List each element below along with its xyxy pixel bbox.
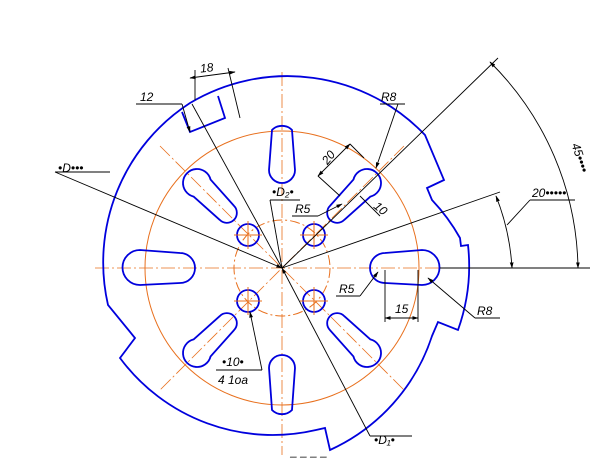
angle-20-arc [495,195,514,269]
dim-10-line [359,195,381,217]
angle-20-leader [506,199,531,226]
slot-right [369,249,441,286]
d1-leader [281,267,371,437]
label-dim-15: 15 [395,302,409,316]
r5-right-leader [359,271,379,297]
top-notch [181,95,227,134]
slot-lower-left [182,312,238,368]
hole-dia-leader [249,311,263,371]
label-d2: •D₂• [272,185,294,199]
slots [121,124,441,416]
label-angle-45: 45•••• [569,141,592,174]
dim-18-line [189,70,236,80]
slot-lower-right [326,312,382,368]
label-r8-top: R8 [381,90,397,104]
angle-45-ext [281,57,499,269]
dim-18-ext-right [227,67,241,119]
dim-12-ext [191,103,283,269]
label-dim-20: 20 [318,148,338,168]
dimensions [54,57,590,437]
angle-45-arc [489,61,580,269]
angle-20-ext [281,191,501,269]
hole-pitch-circle [233,219,331,317]
label-angle-20: 20••••• [531,186,566,200]
label-hole-count: 4 1oa [218,373,248,387]
slot-left [121,249,196,286]
dim-12-arrow [181,103,191,133]
label-dim-18: 18 [199,60,214,75]
label-d1: •D₁• [374,433,395,447]
label-bottom-fragment: – – – – [289,449,327,461]
label-hole-dia: •10• [222,355,244,369]
r5-top-leader [317,203,343,217]
outer-contour [102,75,471,452]
small-holes [234,221,328,315]
label-r8-right: R8 [477,304,493,318]
d2-leader [269,199,283,269]
dim-20-ext-1 [349,143,365,159]
d-outer-leader [54,171,283,269]
r8-right-leader [427,277,476,319]
label-d-outer: •D••• [58,161,83,175]
slot-bottom [268,354,296,416]
label-r5-right: R5 [339,282,355,296]
r8-top-leader [375,103,399,169]
centerlines [95,72,470,455]
label-dim-10: 10 [371,199,390,219]
dim-20-line [317,143,351,177]
slot-upper-left [182,168,238,224]
label-r5-top: R5 [295,202,311,216]
slot-upper-right [326,168,382,224]
dim-20-ext-2 [317,175,341,197]
slot-pitch-circle [144,130,420,406]
slot-top [268,124,296,184]
label-dim-12: 12 [140,90,154,104]
